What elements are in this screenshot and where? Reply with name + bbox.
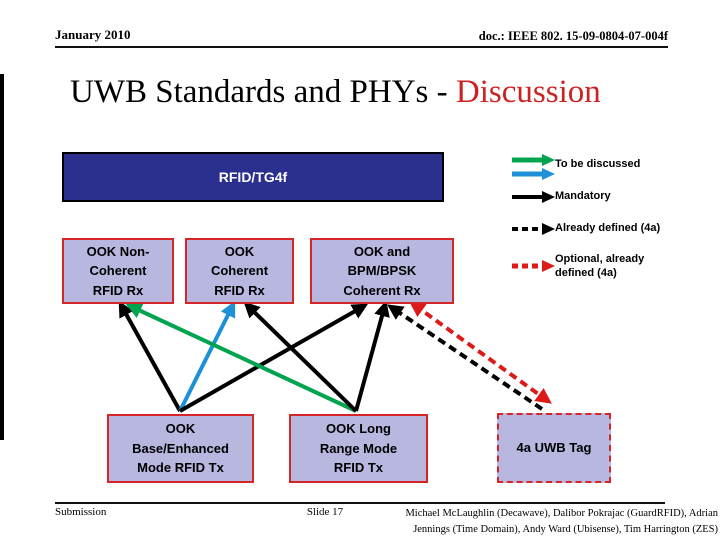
node-rfid-tg4f: RFID/TG4f [62,152,444,202]
node-ook-base-enhanced-tx-label: OOK Base/Enhanced Mode RFID Tx [132,421,229,476]
edge-longrange-to-bpmbpsk [354,300,390,412]
header-doc-number: doc.: IEEE 802. 15-09-0804-07-004f [478,29,668,43]
slide-left-bar [0,74,4,440]
edge-tag-to-bpmbpsk-optional [409,301,552,404]
edge-longrange-to-noncoherent [125,303,357,413]
edge-base-to-bpmbpsk [179,303,369,413]
footer-slide-number: Slide 17 [306,506,344,518]
node-4a-uwb-tag: 4a UWB Tag [497,413,611,483]
legend-label-mandatory: Mandatory [555,190,611,202]
node-ook-coherent-rx: OOK Coherent RFID Rx [185,238,294,304]
legend-dashed-black-arrow-icon [512,223,555,235]
edge-base-to-noncoherent [118,300,182,412]
footer-authors: Michael McLaughlin (Decawave), Dalibor P… [405,508,718,535]
header-divider [55,46,668,48]
edge-tag-to-bpmbpsk-defined [387,304,544,411]
node-4a-uwb-tag-label: 4a UWB Tag [516,440,592,456]
node-ook-noncoherent-rx-label: OOK Non- Coherent RFID Rx [86,243,150,298]
footer-submission: Submission [55,506,107,518]
page-title: UWB Standards and PHYs - Discussion [70,74,601,111]
page-title-main: UWB Standards and PHYs - [70,74,456,110]
node-ook-coherent-rx-label: OOK Coherent RFID Rx [210,243,269,298]
legend-label-to-be-discussed: To be discussed [555,158,641,170]
node-ook-bpmbpsk-rx: OOK and BPM/BPSK Coherent Rx [310,238,454,304]
legend-black-arrow-icon [512,191,555,203]
node-ook-longrange-tx-label: OOK Long Range Mode RFID Tx [319,421,398,476]
page-title-highlight: Discussion [455,74,601,110]
legend-label-already-defined: Already defined (4a) [555,222,661,234]
footer-divider [55,502,665,504]
legend-dashed-red-arrow-icon [512,260,555,272]
legend-green-arrow-icon [512,154,555,166]
node-ook-longrange-tx: OOK Long Range Mode RFID Tx [289,414,428,483]
legend-label-optional-defined: Optional, already defined (4a) [555,253,645,279]
header-date: January 2010 [55,27,131,42]
node-ook-base-enhanced-tx: OOK Base/Enhanced Mode RFID Tx [107,414,254,483]
edge-base-to-coherent [178,300,236,412]
node-rfid-tg4f-label: RFID/TG4f [218,169,288,185]
node-ook-bpmbpsk-rx-label: OOK and BPM/BPSK Coherent Rx [343,243,421,298]
legend-blue-arrow-icon [512,168,555,180]
node-ook-noncoherent-rx: OOK Non- Coherent RFID Rx [62,238,174,304]
edge-longrange-to-coherent [243,301,358,413]
